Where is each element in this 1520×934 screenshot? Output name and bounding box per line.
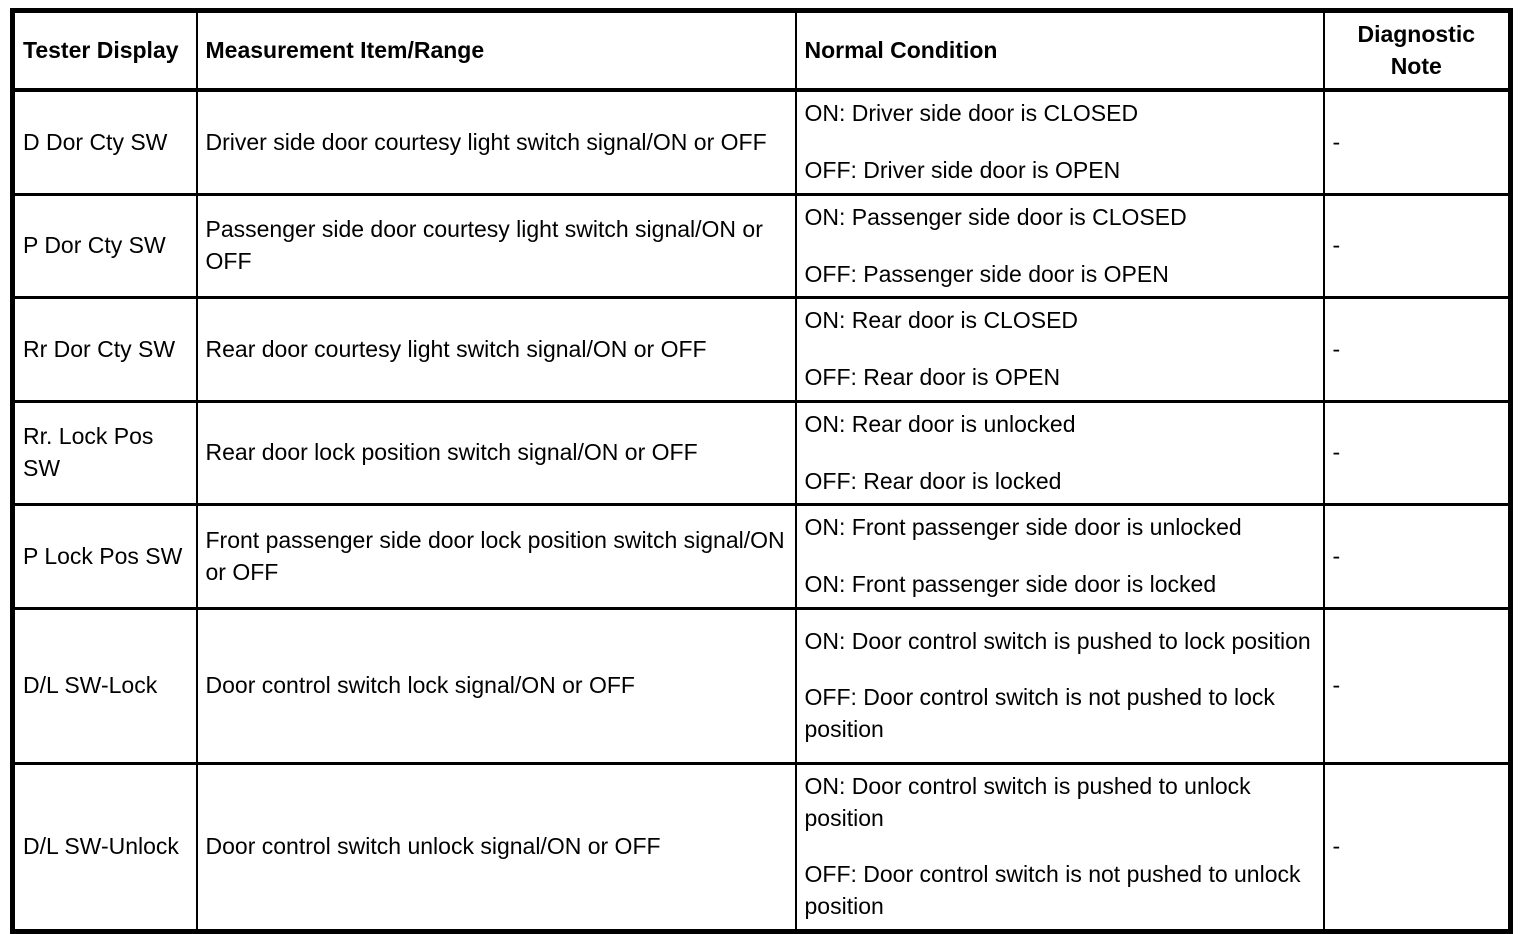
- normal-condition-cell: ON: Rear door is unlocked OFF: Rear door…: [794, 399, 1325, 505]
- condition-off-text: OFF: Rear door is locked: [804, 467, 1062, 494]
- condition-off-text: OFF: Door control switch is not pushed t…: [804, 684, 1275, 743]
- condition-on-text: ON: Rear door is unlocked: [804, 410, 1076, 437]
- normal-condition-cell: ON: Door control switch is pushed to loc…: [794, 606, 1325, 764]
- tester-display-cell: P Dor Cty SW: [11, 192, 198, 298]
- table-row: D Dor Cty SW Driver side door courtesy l…: [11, 88, 1512, 195]
- table-header-row: Tester Display Measurement Item/Range No…: [11, 10, 1512, 93]
- diagnostic-note-cell: -: [1322, 606, 1512, 764]
- condition-off-text: OFF: Door control switch is not pushed t…: [804, 861, 1301, 920]
- condition-off-text: OFF: Driver side door is OPEN: [804, 157, 1121, 184]
- table-row: D/L SW-Lock Door control switch lock sig…: [11, 606, 1512, 764]
- normal-condition-cell: ON: Door control switch is pushed to unl…: [794, 761, 1325, 932]
- measurement-item-cell: Door control switch lock signal/ON or OF…: [195, 606, 797, 764]
- condition-on-text: ON: Door control switch is pushed to unl…: [804, 772, 1251, 831]
- measurement-item-cell: Driver side door courtesy light switch s…: [195, 88, 797, 195]
- normal-condition-cell: ON: Rear door is CLOSED OFF: Rear door i…: [794, 296, 1325, 402]
- condition-off-text: OFF: Passenger side door is OPEN: [804, 260, 1169, 287]
- tester-display-cell: Rr. Lock Pos SW: [11, 399, 198, 505]
- table-row: P Lock Pos SW Front passenger side door …: [11, 503, 1512, 609]
- diagnostic-note-cell: -: [1322, 503, 1512, 609]
- condition-on-text: ON: Door control switch is pushed to loc…: [804, 627, 1311, 654]
- column-header-tester-display: Tester Display: [11, 10, 198, 93]
- condition-on-text: ON: Passenger side door is CLOSED: [804, 203, 1187, 230]
- tester-display-cell: P Lock Pos SW: [11, 503, 198, 609]
- normal-condition-cell: ON: Front passenger side door is unlocke…: [794, 503, 1325, 609]
- condition-on-text: ON: Front passenger side door is unlocke…: [804, 514, 1242, 541]
- diagnostic-note-cell: -: [1322, 192, 1512, 298]
- condition-off-text: ON: Front passenger side door is locked: [804, 571, 1217, 598]
- diagnostic-data-table: Tester Display Measurement Item/Range No…: [10, 8, 1513, 934]
- measurement-item-cell: Passenger side door courtesy light switc…: [195, 192, 797, 298]
- normal-condition-cell: ON: Passenger side door is CLOSED OFF: P…: [794, 192, 1325, 298]
- table-row: D/L SW-Unlock Door control switch unlock…: [11, 761, 1512, 932]
- column-header-measurement-item-range: Measurement Item/Range: [195, 10, 797, 93]
- table-row: Rr Dor Cty SW Rear door courtesy light s…: [11, 296, 1512, 402]
- diagnostic-note-cell: -: [1322, 399, 1512, 505]
- diagnostic-note-cell: -: [1322, 296, 1512, 402]
- table-row: Rr. Lock Pos SW Rear door lock position …: [11, 399, 1512, 505]
- condition-on-text: ON: Driver side door is CLOSED: [804, 100, 1139, 127]
- diagnostic-note-cell: -: [1322, 88, 1512, 195]
- tester-display-cell: Rr Dor Cty SW: [11, 296, 198, 402]
- measurement-item-cell: Rear door courtesy light switch signal/O…: [195, 296, 797, 402]
- column-header-diagnostic-note: Diagnostic Note: [1322, 10, 1512, 93]
- diagnostic-note-cell: -: [1322, 761, 1512, 932]
- condition-off-text: OFF: Rear door is OPEN: [804, 364, 1061, 391]
- measurement-item-cell: Front passenger side door lock position …: [195, 503, 797, 609]
- measurement-item-cell: Door control switch unlock signal/ON or …: [195, 761, 797, 932]
- normal-condition-cell: ON: Driver side door is CLOSED OFF: Driv…: [794, 88, 1325, 195]
- table-body: D Dor Cty SW Driver side door courtesy l…: [11, 88, 1512, 932]
- measurement-item-cell: Rear door lock position switch signal/ON…: [195, 399, 797, 505]
- table-row: P Dor Cty SW Passenger side door courtes…: [11, 192, 1512, 298]
- tester-display-cell: D/L SW-Unlock: [11, 761, 198, 932]
- column-header-normal-condition: Normal Condition: [794, 10, 1325, 93]
- condition-on-text: ON: Rear door is CLOSED: [804, 307, 1079, 334]
- tester-display-cell: D Dor Cty SW: [11, 88, 198, 195]
- tester-display-cell: D/L SW-Lock: [11, 606, 198, 764]
